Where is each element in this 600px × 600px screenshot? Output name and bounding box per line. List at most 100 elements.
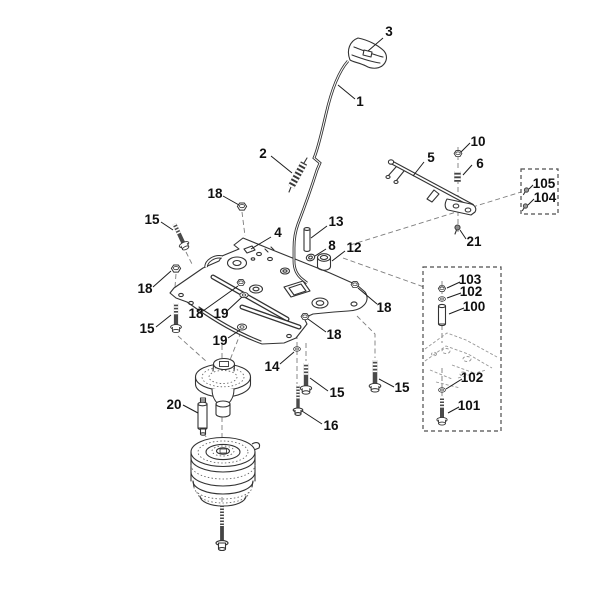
part-label-6: 6	[476, 156, 484, 171]
leader-line-15	[378, 378, 395, 388]
part-spring	[287, 157, 308, 193]
leader-line-15	[160, 221, 174, 231]
leader-line-21	[459, 229, 467, 240]
leader-line-20	[182, 404, 199, 414]
leader-line-105	[528, 184, 534, 190]
part-bolt-16	[292, 385, 304, 416]
part-label-102: 102	[461, 370, 484, 385]
part-clutch-assembly	[190, 436, 261, 507]
part-label-18: 18	[137, 281, 153, 296]
part-label-13: 13	[328, 214, 344, 229]
leader-line-103	[446, 281, 461, 289]
leader-line-1	[337, 84, 356, 100]
part-washer-8	[305, 253, 316, 262]
leader-line-102	[446, 292, 462, 299]
part-label-19: 19	[213, 306, 228, 321]
part-pin	[303, 227, 311, 252]
leader-line-15	[309, 377, 329, 392]
callout-box-a	[520, 168, 559, 215]
part-bushing	[316, 253, 332, 271]
part-label-18: 18	[207, 186, 223, 201]
leader-line-100	[448, 307, 465, 315]
leader-line-18	[357, 287, 378, 305]
leader-line-4	[250, 236, 272, 250]
part-label-3: 3	[385, 24, 393, 39]
part-label-100: 100	[463, 299, 486, 314]
part-spacer-20	[197, 397, 208, 436]
leader-line-104	[527, 198, 535, 206]
part-screw-21	[454, 224, 461, 235]
part-label-15: 15	[329, 385, 345, 400]
part-nut-18-plate	[236, 279, 246, 287]
part-label-18: 18	[188, 306, 204, 321]
part-control-rod	[292, 60, 350, 285]
part-bolt-101	[434, 394, 450, 428]
part-nut-10	[453, 150, 463, 158]
part-lever-knob	[347, 37, 387, 69]
leader-line-12	[331, 250, 346, 262]
leader-line-101	[447, 406, 460, 414]
leader-line-19	[226, 296, 243, 312]
part-nut-18-bottom	[300, 313, 310, 321]
part-label-18: 18	[376, 300, 392, 315]
leader-line-19	[227, 329, 241, 339]
part-label-14: 14	[264, 359, 280, 374]
part-washer-102-lower	[438, 387, 446, 393]
leader-line-16	[301, 410, 323, 425]
part-washer-102-upper	[438, 296, 446, 302]
leader-line-15	[155, 314, 172, 328]
part-nut-103	[437, 285, 447, 292]
callout-box-b	[422, 266, 502, 432]
leader-line-13	[310, 225, 328, 239]
part-label-10: 10	[470, 134, 485, 149]
leader-line-6	[462, 164, 473, 176]
part-label-104: 104	[534, 190, 557, 205]
part-label-5: 5	[427, 150, 435, 165]
leader-line-5	[412, 161, 425, 177]
leader-line-18	[152, 270, 172, 288]
leader-line-18	[202, 285, 239, 312]
part-screw-105	[522, 187, 530, 196]
part-screw-104	[521, 203, 529, 212]
part-pulley	[194, 357, 252, 418]
part-bolt-15-left-bottom	[171, 303, 182, 333]
part-interlock-bar	[385, 159, 477, 216]
leader-line-10	[460, 142, 471, 153]
part-label-19: 19	[212, 333, 227, 348]
part-bolt-15-far-right	[369, 360, 381, 392]
part-label-21: 21	[466, 234, 482, 249]
part-label-4: 4	[274, 225, 282, 240]
part-bolt-15-left-top	[167, 219, 193, 254]
part-nut-18-right	[350, 281, 360, 289]
part-label-2: 2	[259, 146, 267, 161]
part-label-105: 105	[533, 176, 556, 191]
leader-line-102	[445, 378, 463, 390]
leader-line-8	[314, 248, 327, 257]
part-label-8: 8	[328, 238, 336, 253]
leader-line-18	[222, 195, 240, 206]
part-label-15: 15	[139, 321, 155, 336]
leader-line-14	[279, 351, 295, 365]
part-label-20: 20	[166, 397, 181, 412]
part-mounting-plate	[169, 237, 368, 345]
part-washer-19-plate	[239, 291, 249, 299]
part-label-103: 103	[459, 272, 482, 287]
part-nut-18-left	[170, 264, 182, 273]
part-washer-14	[293, 346, 301, 352]
leader-line-3	[367, 37, 384, 52]
part-label-1: 1	[356, 94, 364, 109]
part-clutch-bolt	[215, 504, 229, 552]
ghost-bracket	[424, 332, 498, 389]
part-label-101: 101	[458, 398, 481, 413]
part-spacer-100	[437, 303, 447, 327]
part-washer-19-lower	[236, 323, 248, 331]
leader-line-2	[270, 155, 293, 174]
part-label-12: 12	[346, 240, 361, 255]
leader-line-18	[307, 318, 327, 333]
part-label-16: 16	[323, 418, 339, 433]
part-label-15: 15	[144, 212, 160, 227]
part-label-102: 102	[460, 284, 483, 299]
